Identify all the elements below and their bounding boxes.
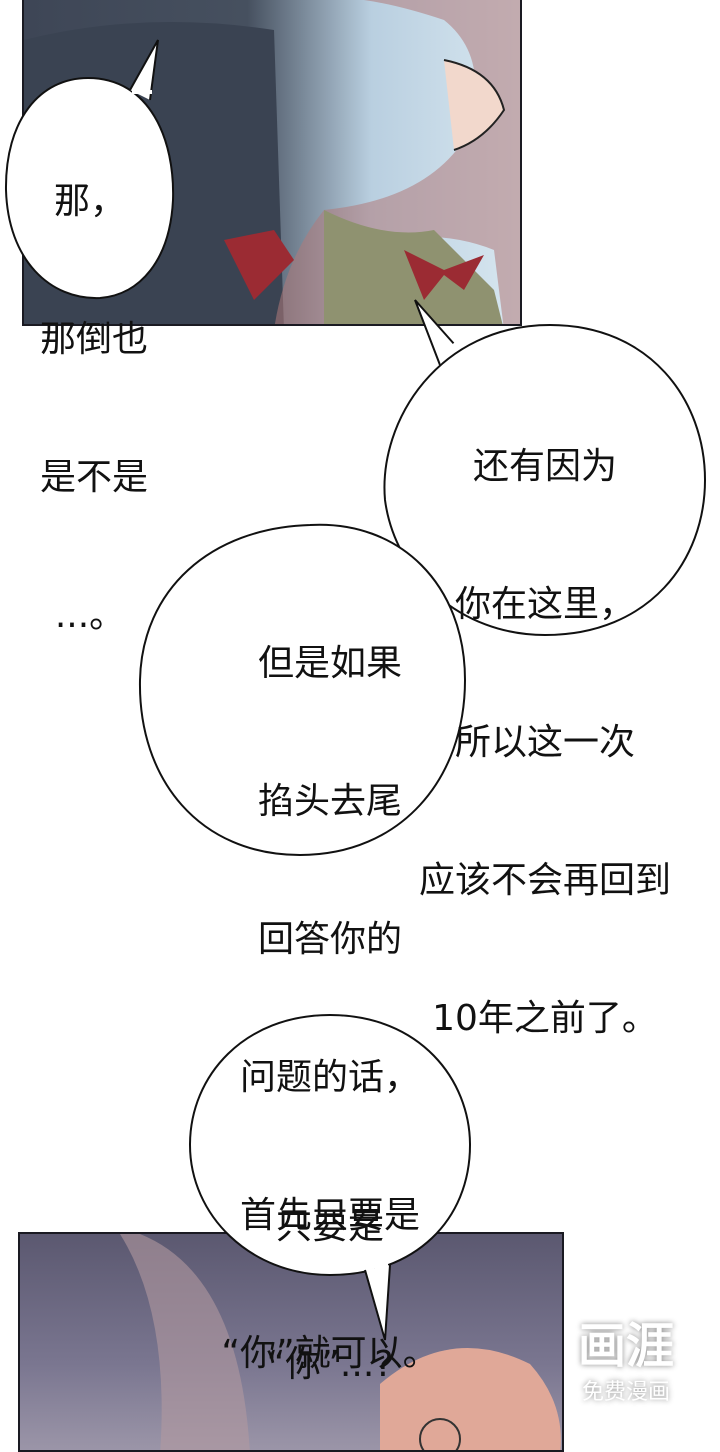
bubble-line: 你在这里，: [454, 584, 635, 625]
bubble-1-shape: [4, 76, 175, 300]
bubble-line: 但是如果: [257, 643, 402, 684]
bubble-line: 回答你的: [257, 919, 402, 960]
bubble-4-shape: [188, 1013, 472, 1277]
bubble-line: 那，: [53, 181, 126, 222]
bubble-2-tail: [414, 299, 456, 366]
bubble-line: 应该不会再回到: [418, 860, 671, 901]
speech-bubble-1: 那， 那倒也 是不是 ...。: [40, 87, 149, 685]
bubble-line: 是不是: [40, 457, 149, 498]
bubble-line: 还有因为: [472, 446, 617, 487]
bubble-line: 首先只要是: [239, 1195, 420, 1236]
bubble-2-shape: [383, 323, 707, 637]
watermark-title: 画涯: [577, 1318, 674, 1374]
speech-bubble-4: 只要是 “你”...?: [230, 1112, 430, 1434]
speech-bubble-3: 但是如果 掐头去尾 回答你的 问题的话， 首先只要是 “你”就可以。: [200, 549, 460, 1423]
panel-illustration: [120, 1234, 561, 1450]
bubble-line: 10年之前了。: [432, 998, 658, 1039]
watermark-subtitle: 免费漫画: [581, 1380, 670, 1405]
bubble-line: 掐头去尾: [257, 781, 402, 822]
bubble-line: 只要是: [275, 1206, 384, 1247]
bubble-line: 所以这一次: [454, 722, 635, 763]
bubble-line: ...。: [54, 595, 126, 636]
watermark-logo: 画涯 免费漫画: [566, 1318, 686, 1406]
speech-bubble-2: 还有因为 你在这里， 所以这一次 应该不会再回到 10年之前了。: [400, 352, 690, 1088]
bubble-line: 那倒也: [40, 319, 149, 360]
bubble-line: “你”就可以。: [221, 1333, 439, 1374]
bubble-3-shape: [138, 523, 467, 857]
bubble-1-tail: [129, 39, 159, 101]
bubble-4-tail: [364, 1264, 391, 1341]
bubble-line: “你”...?: [266, 1344, 394, 1385]
bubble-line: 问题的话，: [239, 1057, 420, 1098]
